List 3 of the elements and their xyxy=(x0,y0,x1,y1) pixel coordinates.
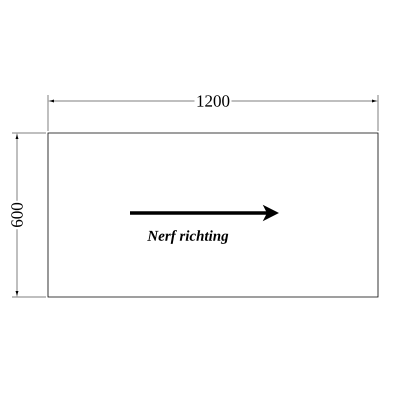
dimension-label: 1200 xyxy=(194,94,232,108)
dimension-label: 600 xyxy=(10,200,24,230)
direction-label: Nerf richting xyxy=(147,230,228,244)
